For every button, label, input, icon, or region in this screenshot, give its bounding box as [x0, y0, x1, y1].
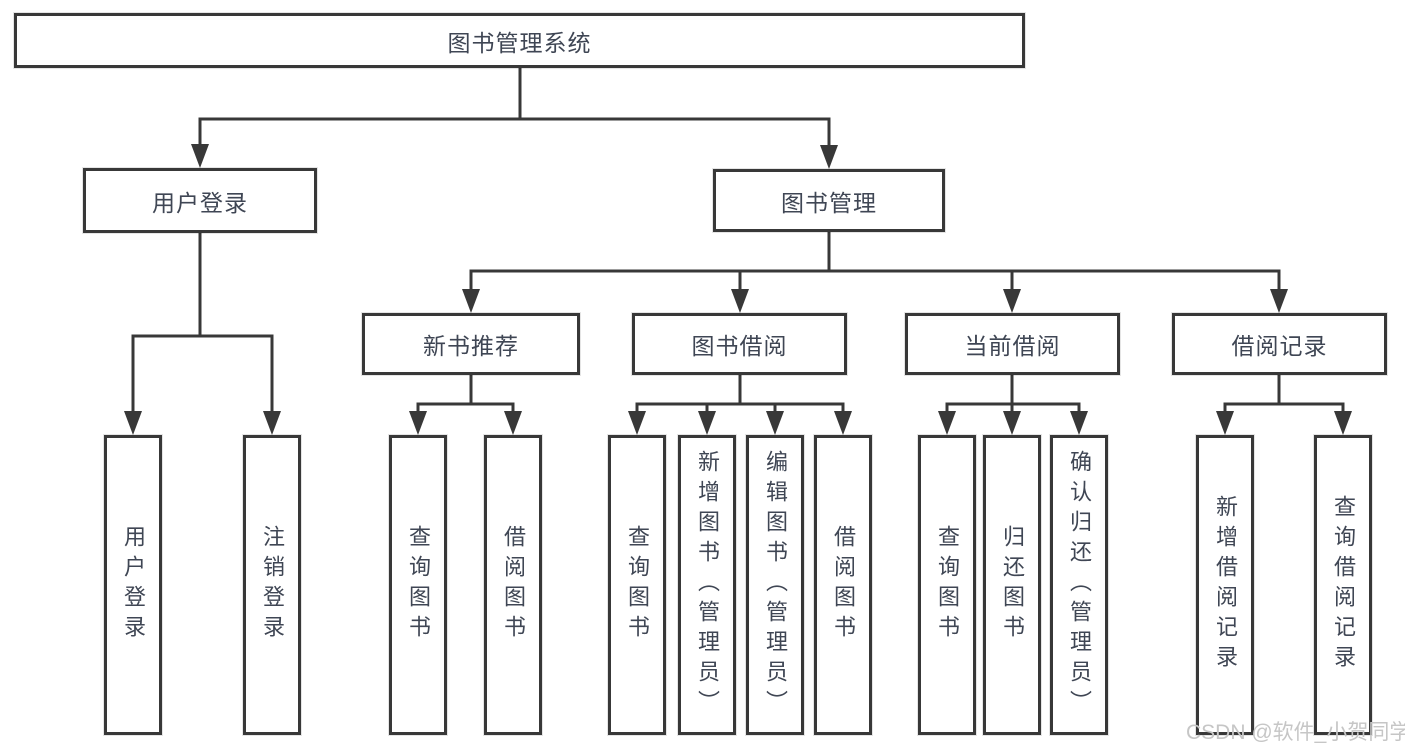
node-book-borrowing: 图书借阅 [632, 313, 847, 375]
watermark: CSDN @软件_小贺同学 [1186, 721, 1405, 744]
leaf-confirm-return-admin-label: 确认归还（管理员） [1067, 450, 1092, 720]
leaf-add-borrow-record: 新增借阅记录 [1196, 435, 1254, 735]
leaf-user-login: 用户登录 [104, 435, 162, 735]
leaf-borrow-books-recommend: 借阅图书 [484, 435, 542, 735]
leaf-edit-book-admin: 编辑图书（管理员） [746, 435, 804, 735]
leaf-edit-book-admin-label: 编辑图书（管理员） [763, 450, 788, 720]
leaf-query-books-recommend-label: 查询图书 [406, 525, 431, 645]
leaf-logout: 注销登录 [243, 435, 301, 735]
leaf-add-borrow-record-label: 新增借阅记录 [1213, 495, 1238, 675]
node-current-borrowing: 当前借阅 [905, 313, 1120, 375]
leaf-query-borrow-record-label: 查询借阅记录 [1331, 495, 1356, 675]
leaf-query-books-current-label: 查询图书 [935, 525, 960, 645]
leaf-add-book-admin-label: 新增图书（管理员） [695, 450, 720, 720]
node-new-book-recommendation: 新书推荐 [362, 313, 580, 375]
leaf-borrow-books-recommend-label: 借阅图书 [501, 525, 526, 645]
leaf-query-borrow-record: 查询借阅记录 [1314, 435, 1372, 735]
leaf-borrow-books-borrowing-label: 借阅图书 [831, 525, 856, 645]
leaf-query-books-recommend: 查询图书 [389, 435, 447, 735]
node-library-management-system: 图书管理系统 [14, 13, 1025, 68]
leaf-query-books-current: 查询图书 [918, 435, 976, 735]
leaf-logout-label: 注销登录 [260, 525, 285, 645]
leaf-return-books-label: 归还图书 [1000, 525, 1025, 645]
leaf-return-books: 归还图书 [983, 435, 1041, 735]
node-user-login: 用户登录 [83, 168, 317, 233]
leaf-query-books-borrowing: 查询图书 [608, 435, 666, 735]
leaf-query-books-borrowing-label: 查询图书 [625, 525, 650, 645]
node-borrowing-records: 借阅记录 [1172, 313, 1387, 375]
leaf-borrow-books-borrowing: 借阅图书 [814, 435, 872, 735]
leaf-add-book-admin: 新增图书（管理员） [678, 435, 736, 735]
node-book-management: 图书管理 [713, 169, 945, 232]
leaf-confirm-return-admin: 确认归还（管理员） [1050, 435, 1108, 735]
leaf-user-login-label: 用户登录 [121, 525, 146, 645]
